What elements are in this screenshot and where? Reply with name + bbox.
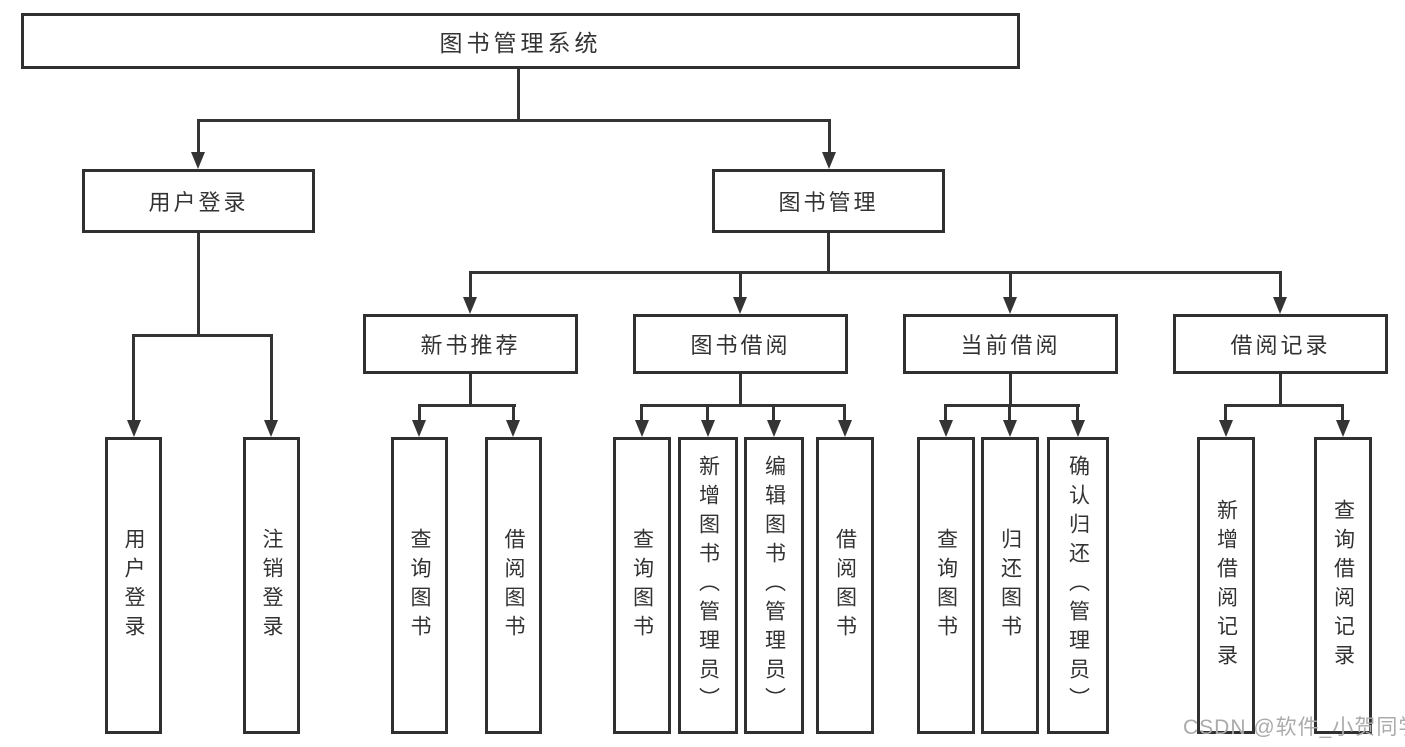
connector-line [739,374,742,405]
arrow-down-icon [733,297,747,314]
arrow-down-icon [264,420,278,437]
node-label: 借阅图书 [502,527,525,644]
leaf-edit-book-admin: 编辑图书（管理员） [744,437,804,734]
arrow-down-icon [506,420,520,437]
connector-line [640,404,846,407]
arrow-down-icon [838,420,852,437]
connector-line [843,404,846,422]
leaf-confirm-return-admin: 确认归还（管理员） [1047,437,1109,734]
leaf-user-login: 用户登录 [105,437,162,734]
arrow-down-icon [701,420,715,437]
connector-line [132,334,273,337]
node-label: 新书推荐 [420,333,521,358]
connector-line [469,374,472,405]
connector-line [1076,404,1079,422]
node-label: 用户登录 [122,527,145,644]
arrow-down-icon [191,152,205,169]
node-label: 查询图书 [934,527,958,644]
arrow-down-icon [1336,420,1350,437]
node-label: 用户登录 [148,190,249,215]
connector-line [739,271,742,300]
arrow-down-icon [767,420,781,437]
connector-line [132,334,135,422]
node-label: 归还图书 [998,527,1022,644]
node-label: 新增图书（管理员） [696,455,720,716]
connector-line [640,404,643,422]
arrow-down-icon [635,420,649,437]
leaf-borrow-books-recommend: 借阅图书 [485,437,542,734]
connector-line [197,119,831,122]
node-borrow-records: 借阅记录 [1173,314,1388,374]
node-label: 编辑图书（管理员） [762,455,786,716]
leaf-query-books-recommend: 查询图书 [391,437,448,734]
node-label: 图书管理系统 [439,30,602,56]
node-new-book-recommend: 新书推荐 [363,314,578,374]
arrow-down-icon [463,297,477,314]
node-label: 当前借阅 [960,333,1061,358]
node-label: 查询借阅记录 [1331,498,1355,673]
node-label: 确认归还（管理员） [1066,455,1090,716]
leaf-query-books-borrow: 查询图书 [613,437,671,734]
leaf-add-book-admin: 新增图书（管理员） [678,437,738,734]
connector-line [1279,271,1282,300]
node-label: 查询图书 [630,527,654,644]
connector-line [418,404,421,422]
node-label: 图书管理 [778,190,879,215]
arrow-down-icon [1003,297,1017,314]
connector-line [1224,404,1227,422]
leaf-add-borrow-record: 新增借阅记录 [1197,437,1255,734]
connector-line [706,404,709,422]
connector-line [469,271,1282,274]
node-root-library-system: 图书管理系统 [21,13,1020,69]
connector-line [944,404,947,422]
node-book-borrow: 图书借阅 [633,314,848,374]
arrow-down-icon [1071,420,1085,437]
connector-line [1009,271,1012,300]
arrow-down-icon [1219,420,1233,437]
node-user-login: 用户登录 [82,169,315,233]
arrow-down-icon [127,420,141,437]
leaf-logout: 注销登录 [243,437,300,734]
connector-line [944,404,1080,407]
node-label: 新增借阅记录 [1214,498,1238,673]
arrow-down-icon [1003,420,1017,437]
node-label: 借阅图书 [833,527,857,644]
node-current-borrow: 当前借阅 [903,314,1118,374]
connector-line [469,271,472,300]
connector-line [270,334,273,422]
connector-line [197,119,200,155]
node-label: 借阅记录 [1230,333,1331,358]
csdn-watermark: CSDN @软件_小贺同学 [1183,716,1405,739]
arrow-down-icon [1273,297,1287,314]
arrow-down-icon [822,152,836,169]
connector-line [517,69,520,120]
connector-line [197,233,200,335]
leaf-query-books-current: 查询图书 [917,437,975,734]
connector-line [827,233,830,272]
arrow-down-icon [939,420,953,437]
connector-line [828,119,831,155]
node-label: 查询图书 [408,527,431,644]
arrow-down-icon [412,420,426,437]
node-label: 图书借阅 [690,333,791,358]
leaf-borrow-books: 借阅图书 [816,437,874,734]
node-label: 注销登录 [260,527,283,644]
leaf-query-borrow-record: 查询借阅记录 [1314,437,1372,734]
connector-line [1341,404,1344,422]
connector-line [772,404,775,422]
connector-line [1009,374,1012,405]
node-book-management: 图书管理 [712,169,945,233]
connector-line [1279,374,1282,405]
connector-line [1008,404,1011,422]
connector-line [512,404,515,422]
leaf-return-books: 归还图书 [981,437,1039,734]
connector-line [1224,404,1344,407]
connector-line [418,404,516,407]
